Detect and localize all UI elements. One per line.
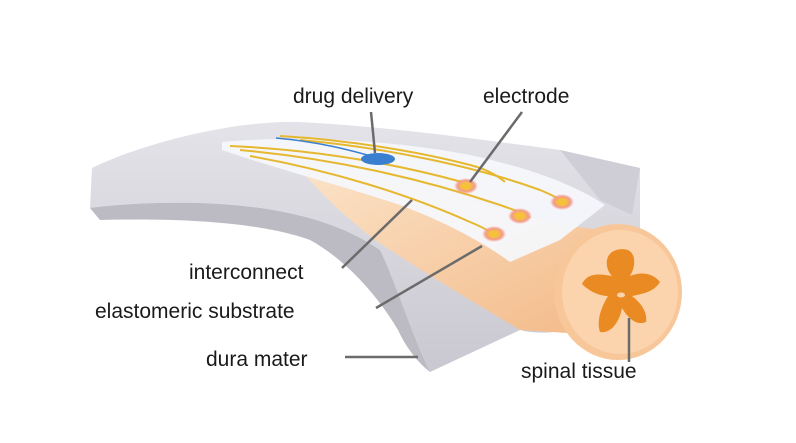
label-spinal-tissue: spinal tissue xyxy=(521,360,637,383)
label-interconnect: interconnect xyxy=(189,261,304,284)
drug-delivery-reservoir xyxy=(361,153,395,165)
leader-lines xyxy=(341,111,631,362)
spinal-tissue-body xyxy=(300,168,620,335)
dura-mater-fold xyxy=(90,202,430,372)
label-electrode: electrode xyxy=(483,85,570,108)
dura-mater-right-flap xyxy=(560,150,640,215)
electrode xyxy=(482,226,506,242)
leader-interconnect xyxy=(341,199,413,269)
electrodes xyxy=(454,178,574,242)
label-drug-delivery: drug delivery xyxy=(293,85,414,108)
electrode xyxy=(454,178,478,194)
label-elastomeric-substrate: elastomeric substrate xyxy=(95,300,295,323)
label-dura-mater: dura mater xyxy=(206,348,308,371)
grey-matter-shape xyxy=(582,249,660,333)
electrode xyxy=(508,208,532,224)
leader-elastomeric-substrate xyxy=(375,244,483,310)
leader-electrode xyxy=(468,111,524,183)
leader-drug-delivery xyxy=(369,111,377,154)
electrode xyxy=(550,194,574,210)
